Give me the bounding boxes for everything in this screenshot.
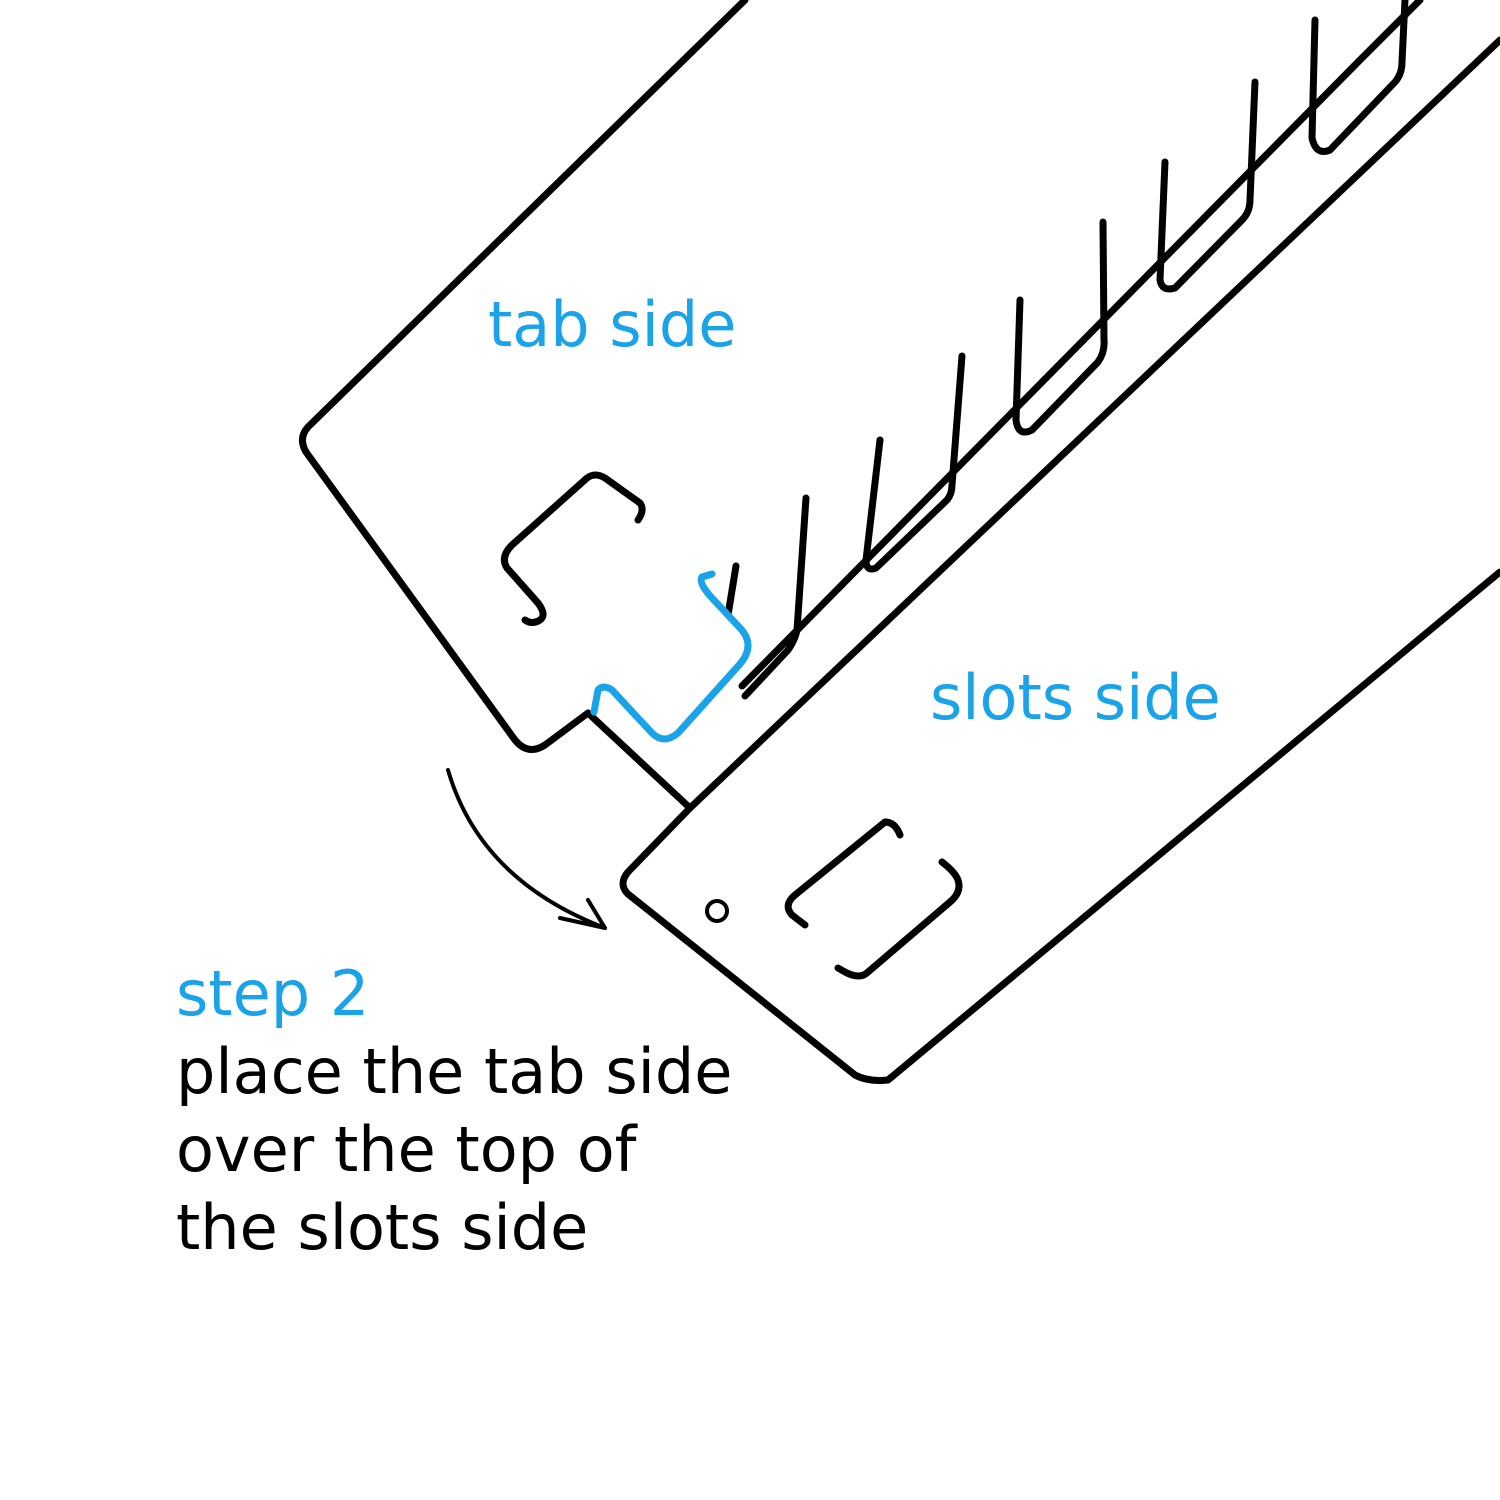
slot-5 bbox=[1308, 0, 1409, 155]
instruction-line-3: the slots side bbox=[176, 1191, 589, 1264]
hole-icon bbox=[705, 899, 729, 923]
slot-1 bbox=[724, 494, 810, 700]
slots-side-outer-edge bbox=[686, 36, 1500, 812]
highlighted-tab bbox=[590, 570, 752, 743]
slot-opening bbox=[784, 818, 963, 980]
slot-2 bbox=[862, 352, 966, 573]
tab-side-label: tab side bbox=[488, 288, 737, 361]
instruction-line-1: place the tab side bbox=[176, 1035, 733, 1108]
slots-side-label: slots side bbox=[930, 661, 1221, 734]
tab-side-panel bbox=[299, 0, 749, 812]
step-number: step 2 bbox=[176, 957, 370, 1030]
slots-side-panel bbox=[619, 568, 1500, 1084]
curved-arrow-icon bbox=[446, 768, 607, 930]
slots-side-inner-edge bbox=[738, 0, 1424, 690]
instruction-block: step 2 place the tab side over the top o… bbox=[176, 955, 732, 1267]
instruction-line-2: over the top of bbox=[176, 1113, 637, 1186]
slot-4 bbox=[1156, 78, 1259, 293]
slot-3 bbox=[1012, 218, 1108, 436]
tab-cutout bbox=[500, 471, 646, 626]
